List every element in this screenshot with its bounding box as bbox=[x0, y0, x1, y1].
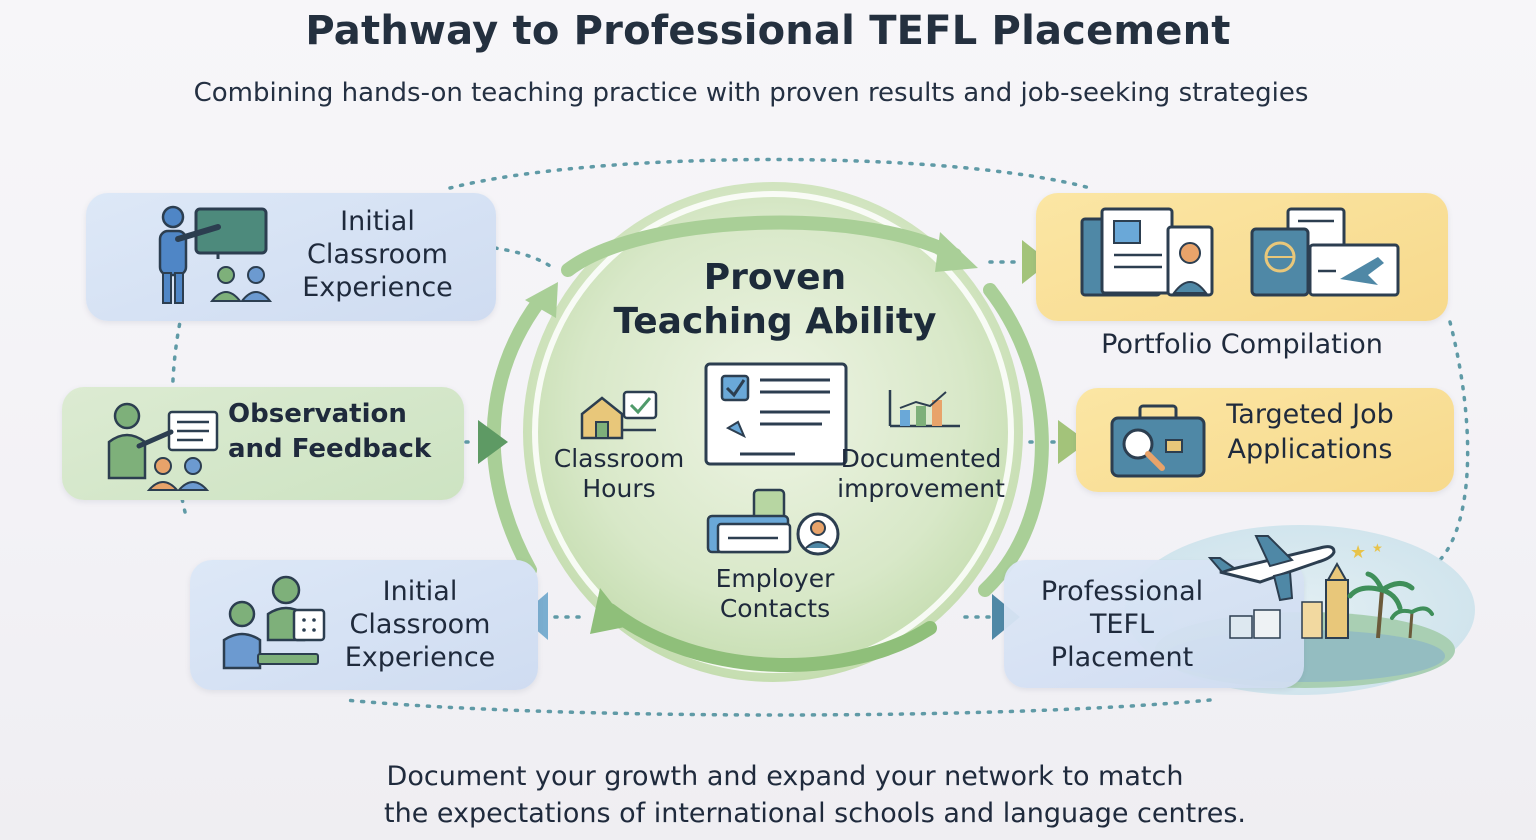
label-line: Contacts bbox=[719, 594, 831, 623]
cycle-arrows bbox=[486, 215, 1049, 672]
label-line: Placement bbox=[1050, 642, 1194, 673]
step-label-initial-classroom-top: Initial Classroom Experience bbox=[290, 205, 465, 304]
footer-note: Document your growth and expand your net… bbox=[300, 758, 1270, 832]
label-line: Classroom bbox=[307, 239, 448, 270]
svg-text:★: ★ bbox=[1350, 542, 1366, 563]
footer-line: the expectations of international school… bbox=[384, 798, 1246, 829]
teacher-at-board-icon bbox=[158, 205, 273, 304]
step-label-initial-classroom-bottom: Initial Classroom Experience bbox=[335, 575, 505, 674]
step-label-observation-feedback: Observation and Feedback bbox=[228, 397, 433, 467]
center-title-line: Proven bbox=[703, 257, 847, 298]
center-title: Proven Teaching Ability bbox=[580, 256, 970, 344]
outer-dotted-loop bbox=[170, 157, 1470, 717]
checklist-document-icon bbox=[704, 362, 848, 466]
bar-chart-icon bbox=[888, 390, 960, 428]
label-line: Initial bbox=[382, 576, 458, 607]
label-line: Professional bbox=[1040, 576, 1204, 607]
page-subtitle: Combining hands-on teaching practice wit… bbox=[193, 78, 1309, 108]
label-line: Initial bbox=[340, 206, 415, 237]
step-card-initial-classroom-top bbox=[86, 193, 496, 321]
teacher-with-student-icon bbox=[222, 575, 326, 670]
label-line: Hours bbox=[582, 474, 656, 503]
page-title: Pathway to Professional TEFL Placement bbox=[305, 8, 1231, 54]
svg-text:★: ★ bbox=[1372, 541, 1383, 555]
label-line: Documented bbox=[840, 444, 1002, 473]
portfolio-documents-icon bbox=[1080, 207, 1400, 297]
label-line: and Feedback bbox=[228, 434, 432, 464]
label-line: Applications bbox=[1227, 434, 1393, 465]
step-label-targeted-job-applications: Targeted Job Applications bbox=[1205, 397, 1415, 467]
cycle-arrowheads bbox=[525, 232, 978, 634]
contact-cards-icon bbox=[706, 488, 840, 556]
label-line: Observation bbox=[228, 399, 407, 429]
mentor-feedback-icon bbox=[107, 402, 219, 491]
briefcase-search-icon bbox=[1110, 404, 1206, 478]
airplane-destination-icon: ★ ★ bbox=[1207, 535, 1434, 639]
label-line: improvement bbox=[837, 474, 1005, 503]
footer-line: Document your growth and expand your net… bbox=[386, 761, 1184, 792]
label-line: Classroom bbox=[553, 444, 685, 473]
center-title-line: Teaching Ability bbox=[613, 301, 937, 342]
label-line: Experience bbox=[344, 642, 496, 673]
label-line: Employer bbox=[715, 564, 835, 593]
label-line: Classroom bbox=[349, 609, 491, 640]
center-item-classroom-hours: Classroom Hours bbox=[540, 444, 698, 504]
label-line: Targeted Job bbox=[1226, 399, 1394, 430]
center-item-employer-contacts: Employer Contacts bbox=[690, 564, 860, 624]
label-line: Experience bbox=[302, 272, 453, 303]
center-item-documented-improvement: Documented improvement bbox=[826, 444, 1016, 504]
step-label-professional-tefl-placement: Professional TEFL Placement bbox=[1024, 575, 1220, 674]
school-house-check-icon bbox=[580, 390, 658, 440]
label-line: TEFL bbox=[1089, 609, 1155, 640]
step-label-portfolio-compilation: Portfolio Compilation bbox=[1101, 329, 1383, 360]
